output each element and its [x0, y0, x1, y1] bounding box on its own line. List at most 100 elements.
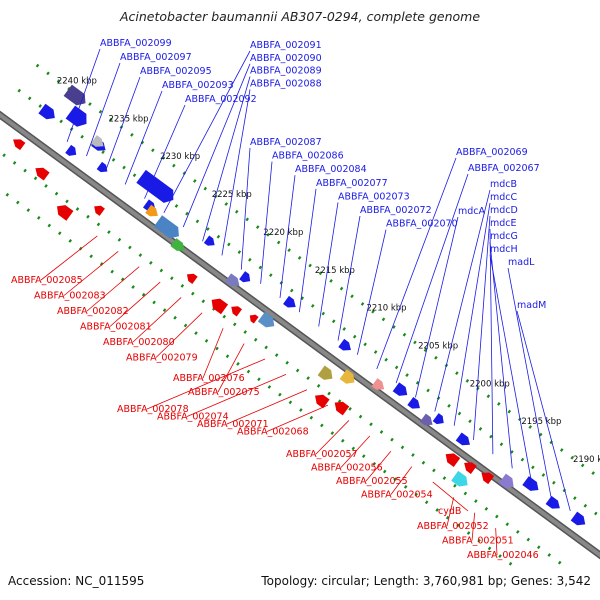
reverse-gene-shape: [445, 453, 461, 467]
forward-leader: [473, 215, 491, 440]
guide-dot: [393, 477, 397, 482]
guide-dot: [237, 250, 242, 254]
guide-dot: [204, 338, 209, 343]
domain-block-shape: [63, 84, 86, 106]
reverse-gene-label: ABBFA_002052: [417, 521, 489, 532]
reverse-gene-shape: [315, 394, 330, 409]
guide-dot: [257, 377, 261, 382]
domain-block: [145, 204, 158, 217]
domain-block: [317, 365, 333, 380]
guide-dot: [161, 156, 166, 160]
guide-dot: [456, 523, 460, 528]
guide-dot: [191, 291, 195, 296]
guide-dot: [361, 454, 366, 459]
guide-dot: [405, 373, 409, 377]
reverse-gene-shape: [481, 472, 495, 485]
guide-dot: [423, 348, 428, 352]
guide-dot: [414, 492, 418, 497]
forward-leader: [489, 241, 513, 469]
guide-dot: [351, 446, 356, 451]
guide-dot: [227, 242, 231, 247]
forward-gene-shape: [522, 476, 539, 491]
guide-dot: [580, 463, 585, 468]
guide-dot: [421, 460, 426, 465]
forward-leader: [357, 229, 387, 355]
guide-dot: [234, 209, 239, 214]
guide-dot: [400, 445, 405, 450]
guide-dot: [547, 553, 552, 557]
guide-dot: [520, 457, 525, 462]
reverse-leader: [86, 266, 140, 312]
guide-dot: [232, 322, 237, 327]
forward-gene-label: ABBFA_002086: [272, 151, 344, 162]
forward-gene-label: ABBFA_002093: [162, 80, 234, 91]
reverse-gene-shape: [13, 139, 26, 151]
guide-dot: [23, 168, 27, 173]
guide-dot: [369, 422, 373, 427]
guide-dot: [180, 284, 185, 288]
forward-gene: [203, 235, 215, 246]
reverse-gene: [211, 298, 229, 315]
map-title: Acinetobacter baumannii AB307-0294, comp…: [119, 9, 481, 24]
reverse-gene-label: ABBFA_002055: [336, 476, 408, 487]
guide-dot: [88, 102, 92, 106]
guide-dot: [57, 231, 62, 236]
reverse-gene: [231, 306, 243, 317]
reverse-gene-label: ABBFA_002051: [442, 536, 514, 547]
guide-dot: [498, 554, 502, 558]
guide-dot: [159, 268, 164, 273]
guide-dot: [255, 225, 260, 229]
reverse-gene: [94, 205, 105, 216]
forward-leader: [516, 310, 571, 511]
guide-dot: [243, 330, 248, 334]
reverse-gene-shape: [35, 167, 50, 181]
guide-dot: [80, 134, 84, 139]
guide-dot: [54, 191, 59, 196]
domain-block-shape: [451, 470, 468, 487]
forward-gene-label: ABBFA_002095: [140, 66, 212, 77]
reverse-gene: [464, 462, 477, 474]
guide-dot: [152, 300, 156, 305]
guide-dot: [486, 394, 491, 399]
reverse-gene-label: ABBFA_002046: [467, 550, 539, 561]
guide-dot: [266, 232, 270, 237]
forward-leader: [182, 63, 251, 228]
scale-label: 2205 kbp: [418, 341, 458, 351]
guide-dot: [382, 469, 387, 474]
domain-block-shape: [90, 135, 104, 147]
guide-dot: [583, 503, 588, 508]
guide-dot: [316, 383, 321, 388]
guide-dot: [138, 253, 143, 258]
forward-gene-label: mdcA: [458, 206, 486, 217]
forward-gene-shape: [455, 432, 470, 446]
forward-gene-shape: [545, 495, 560, 509]
reverse-gene-label: ABBFA_002056: [311, 463, 383, 474]
guide-dot: [447, 403, 451, 408]
forward-leader: [86, 62, 121, 157]
forward-leader: [144, 104, 186, 199]
guide-dot: [17, 88, 21, 93]
domain-block-shape: [153, 215, 179, 239]
reverse-gene-shape: [464, 462, 477, 474]
forward-gene: [96, 161, 108, 173]
guide-dot: [497, 402, 501, 406]
forward-leader: [66, 48, 101, 143]
reverse-gene-label: ABBFA_002082: [57, 306, 129, 317]
forward-gene-label: ABBFA_002067: [468, 163, 540, 174]
guide-dot: [487, 546, 492, 551]
reverse-gene-label: ABBFA_002071: [197, 419, 269, 430]
guide-dot: [415, 380, 420, 385]
guide-dot: [360, 302, 365, 306]
reverse-gene-shape: [186, 273, 198, 284]
forward-gene-shape: [239, 271, 251, 283]
reverse-gene-label: ABBFA_002057: [286, 449, 358, 460]
guide-dot: [174, 204, 179, 208]
forward-leader: [279, 175, 296, 299]
guide-dot: [403, 485, 408, 489]
guide-dot: [358, 414, 363, 419]
guide-dot: [132, 173, 137, 178]
reverse-gene-shape: [211, 298, 229, 315]
guide-dot: [591, 471, 595, 475]
domain-block: [63, 84, 86, 106]
domain-block-shape: [145, 204, 158, 217]
